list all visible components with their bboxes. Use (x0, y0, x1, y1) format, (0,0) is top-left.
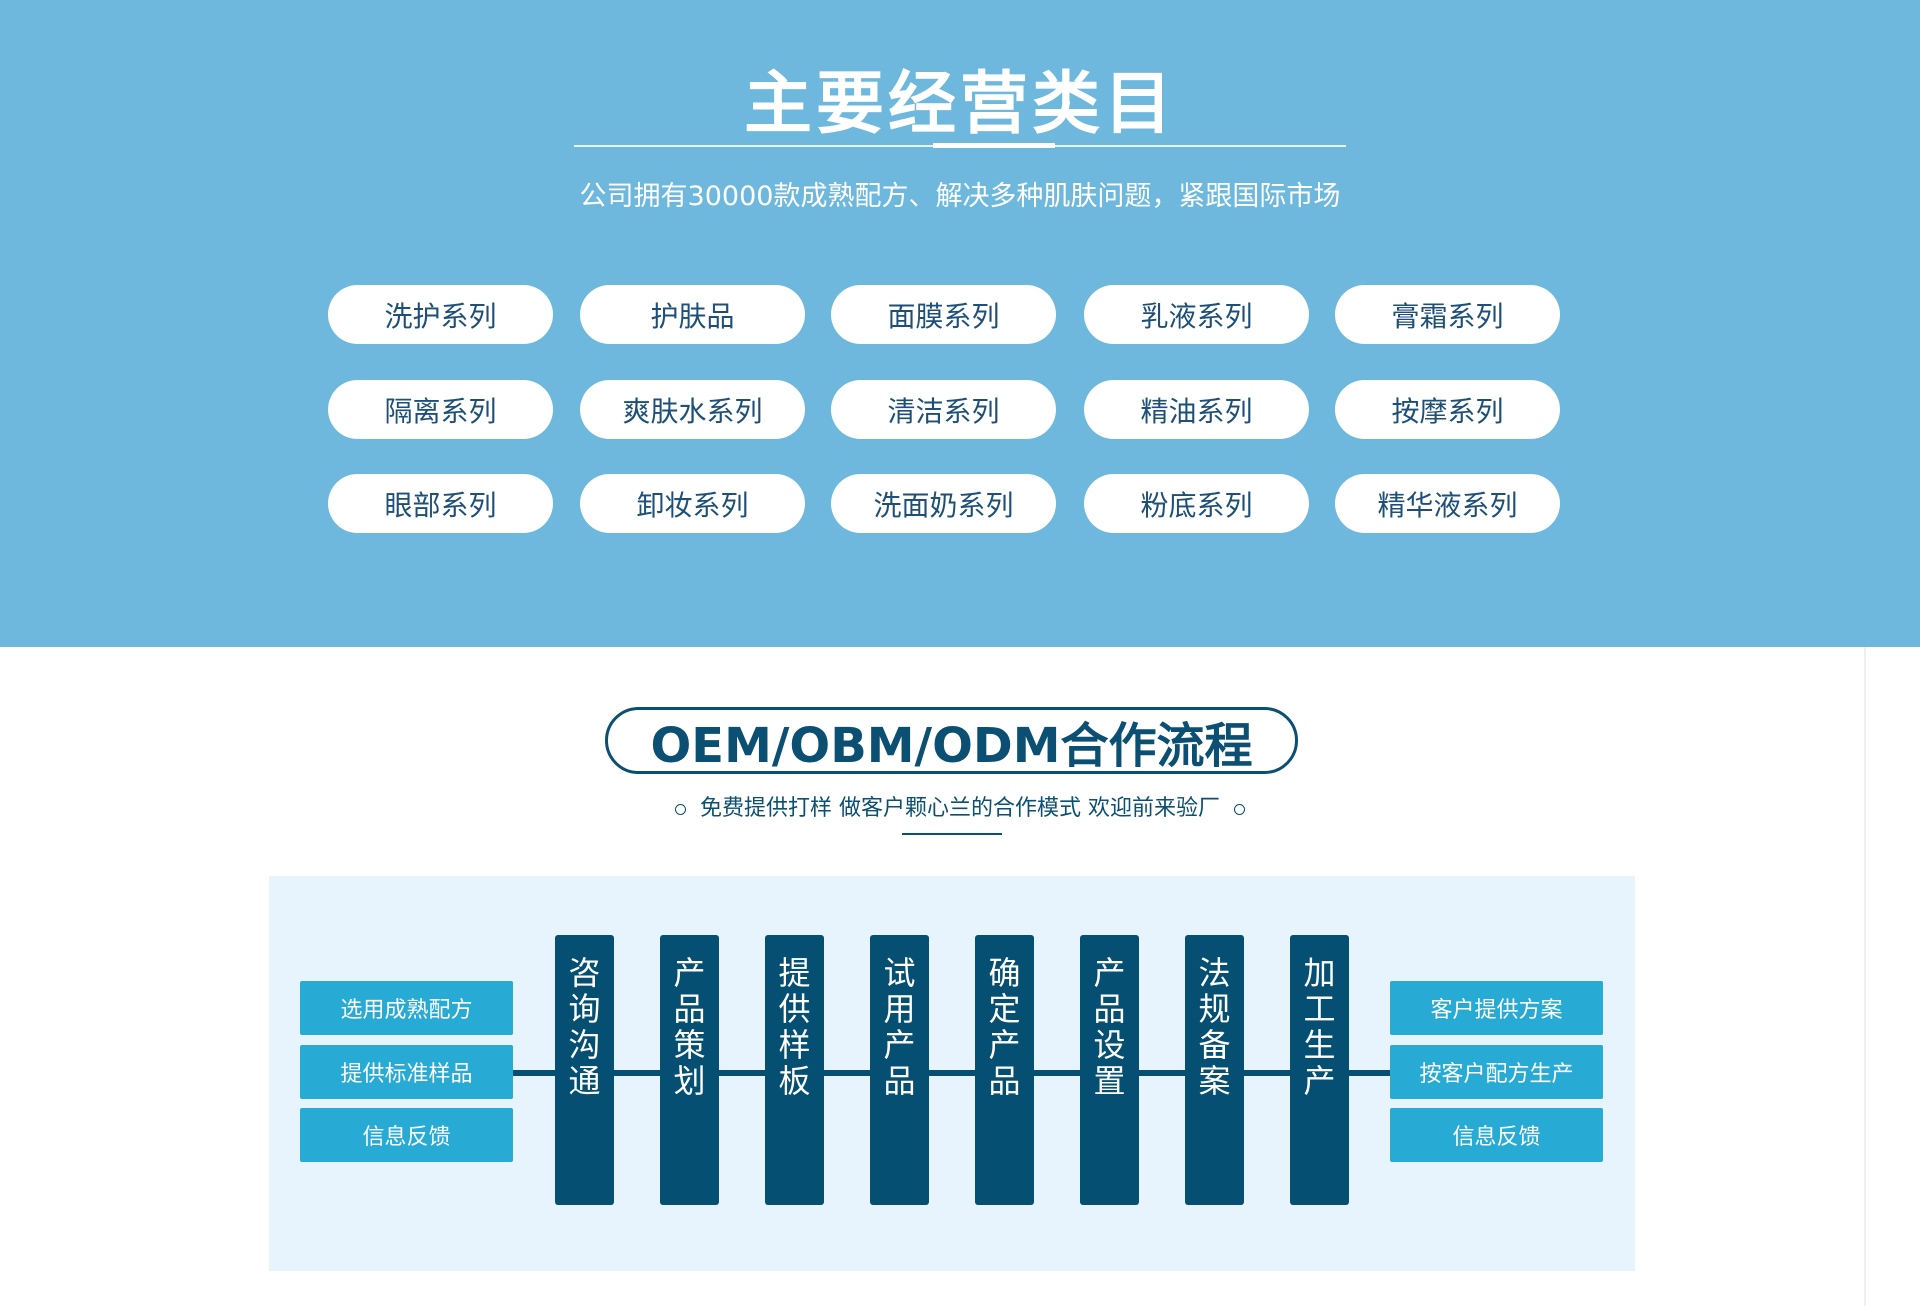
process-step: 法规备案 (1185, 935, 1244, 1205)
category-pill[interactable]: 护肤品 (580, 285, 805, 344)
category-pill[interactable]: 精华液系列 (1335, 474, 1560, 533)
right-option-button[interactable]: 信息反馈 (1390, 1108, 1603, 1162)
category-pill[interactable]: 按摩系列 (1335, 380, 1560, 439)
category-pill[interactable]: 隔离系列 (328, 380, 553, 439)
divider (902, 833, 1002, 835)
category-pill[interactable]: 卸妆系列 (580, 474, 805, 533)
left-option-button[interactable]: 信息反馈 (300, 1108, 513, 1162)
process-title-box: OEM/OBM/ODM合作流程 (605, 707, 1298, 774)
left-option-button[interactable]: 选用成熟配方 (300, 981, 513, 1035)
divider-accent (933, 143, 1055, 148)
page-edge-divider (1864, 647, 1866, 1306)
process-subtitle: 免费提供打样 做客户颗心兰的合作模式 欢迎前来验厂 (700, 796, 1220, 821)
category-pill[interactable]: 膏霜系列 (1335, 285, 1560, 344)
left-option-button[interactable]: 提供标准样品 (300, 1045, 513, 1099)
category-pill[interactable]: 乳液系列 (1084, 285, 1309, 344)
section-title: 主要经营类目 (743, 65, 1176, 144)
process-subtitle-row: 免费提供打样 做客户颗心兰的合作模式 欢迎前来验厂 (0, 790, 1920, 822)
category-pill[interactable]: 眼部系列 (328, 474, 553, 533)
right-option-button[interactable]: 客户提供方案 (1390, 981, 1603, 1035)
category-pill[interactable]: 清洁系列 (831, 380, 1056, 439)
category-pill[interactable]: 洗护系列 (328, 285, 553, 344)
process-step: 产品设置 (1080, 935, 1139, 1205)
category-pill[interactable]: 面膜系列 (831, 285, 1056, 344)
category-pill[interactable]: 爽肤水系列 (580, 380, 805, 439)
process-step: 产品策划 (660, 935, 719, 1205)
process-step: 咨询沟通 (555, 935, 614, 1205)
categories-section: 主要经营类目 公司拥有30000款成熟配方、解决多种肌肤问题，紧跟国际市场 洗护… (0, 0, 1920, 647)
process-connector-line (513, 1070, 1390, 1076)
circle-icon (1234, 803, 1245, 815)
process-step: 提供样板 (765, 935, 824, 1205)
section-subtitle: 公司拥有30000款成熟配方、解决多种肌肤问题，紧跟国际市场 (579, 181, 1341, 212)
category-pill[interactable]: 洗面奶系列 (831, 474, 1056, 533)
category-pill[interactable]: 精油系列 (1084, 380, 1309, 439)
process-title: OEM/OBM/ODM合作流程 (650, 717, 1253, 774)
circle-icon (675, 803, 686, 815)
process-step: 确定产品 (975, 935, 1034, 1205)
category-pill[interactable]: 粉底系列 (1084, 474, 1309, 533)
process-step: 试用产品 (870, 935, 929, 1205)
right-option-button[interactable]: 按客户配方生产 (1390, 1045, 1603, 1099)
process-step: 加工生产 (1290, 935, 1349, 1205)
